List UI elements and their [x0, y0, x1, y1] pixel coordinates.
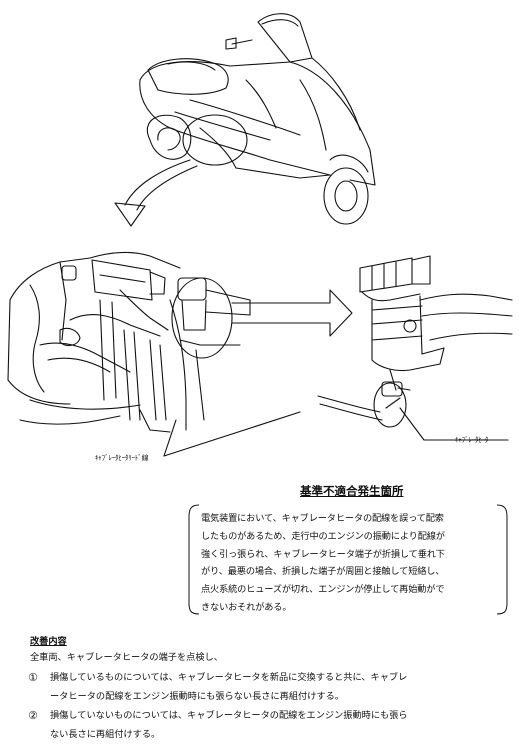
heater-label: ｷｬﾌﾞﾚｰﾀﾋｰﾀ — [455, 436, 489, 444]
remedy-lead: 全車両、キャブレータヒータの端子を点検し、 — [30, 652, 223, 663]
defect-description: 電気装置において、キャブレータヒータの配線を誤って配索 したものがあるため、走行… — [201, 510, 505, 617]
zoom-arrow-down — [114, 159, 198, 227]
heater-leader — [399, 407, 509, 441]
item-number: ② — [28, 709, 38, 722]
item-number: ① — [28, 671, 38, 684]
scooter-illustration — [139, 13, 376, 225]
defect-location-heading: 基準不適合発生箇所 — [300, 484, 404, 498]
description-line: きないおそれがある。 — [201, 601, 292, 613]
remedy-item: ② 損傷していないものについては、キャブレータヒータの配線をエンジン振動時にも張… — [28, 706, 510, 744]
bracket-frame — [188, 504, 508, 615]
remedy-item-line: ない長さに再組付けする。 — [50, 729, 161, 740]
engine-closeup — [7, 251, 251, 433]
description-line: 電気装置において、キャブレータヒータの配線を誤って配索 — [201, 513, 444, 524]
remedy-section: 改善内容 全車両、キャブレータヒータの端子を点検し、 ① 損傷しているものについ… — [28, 633, 510, 744]
remedy-item-line: 損傷しているものについては、キャブレータヒータを新品に交換すると共に、キャブレ — [50, 672, 408, 683]
description-line: 強く引っ張られ、キャブレータヒータ端子が折損して垂れ下 — [201, 548, 445, 560]
lead-wire-leader — [163, 411, 301, 457]
heater-pointer — [385, 397, 401, 409]
remedy-heading: 改善内容 — [30, 636, 67, 647]
recall-illustration — [7, 13, 513, 457]
description-line: 点火系統のヒューズが切れ、エンジンが停止して再始動がで — [201, 584, 445, 596]
description-line: がり、最悪の場合、折損した端子が周囲と接触して短絡し、 — [201, 566, 445, 578]
carburetor-detail — [317, 255, 513, 428]
description-line: したものがあるため、走行中のエンジンの振動により配線が — [201, 530, 445, 542]
lead-wire-label: ｷｬﾌﾞﾚｰﾀﾋｰﾀﾘｰﾄﾞ線 — [95, 454, 149, 462]
defect-description-box: 電気装置において、キャブレータヒータの配線を誤って配索 したものがあるため、走行… — [187, 503, 509, 616]
lead-wire-leader-2 — [163, 419, 177, 457]
zoom-arrow-right — [231, 289, 353, 337]
remedy-item-line: ータヒータの配線をエンジン振動時にも張らない長さに再組付けする。 — [50, 691, 344, 702]
remedy-item-line: 損傷していないものについては、キャブレータヒータの配線をエンジン振動時にも張ら — [50, 710, 408, 721]
remedy-item: ① 損傷しているものについては、キャブレータヒータを新品に交換すると共に、キャブ… — [28, 668, 510, 706]
